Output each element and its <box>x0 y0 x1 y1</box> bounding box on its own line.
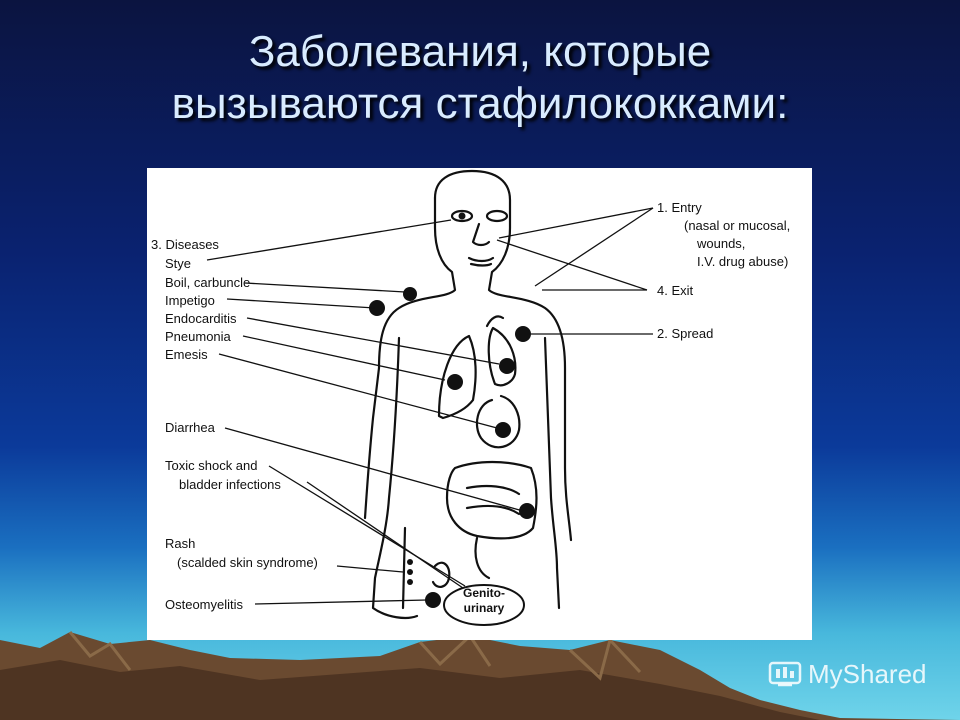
disease-impetigo: Impetigo <box>165 293 215 308</box>
disease-stye: Stye <box>165 256 192 271</box>
slide-title-line-1: Заболевания, которые <box>248 27 712 76</box>
entry-heading: 1. Entry <box>657 200 702 215</box>
genito-line-2: urinary <box>463 601 505 615</box>
slide-title-line-2: вызываются стафилококками: <box>171 79 789 128</box>
disease-toxic-shock-1: Toxic shock and <box>165 458 258 473</box>
disease-rash-1: Rash <box>165 536 196 551</box>
watermark: MyShared <box>768 654 927 694</box>
disease-pneumonia: Pneumonia <box>165 329 231 344</box>
disease-rash-2: (scalded skin syndrome) <box>177 555 318 570</box>
entry-detail-3: I.V. drug abuse) <box>697 254 789 269</box>
watermark-text: MyShared <box>808 658 927 689</box>
human-body-outline <box>206 169 654 626</box>
disease-osteomyelitis: Osteomyelitis <box>165 597 244 612</box>
entry-detail-1: (nasal or mucosal, <box>684 218 791 233</box>
diseases-heading: 3. Diseases <box>151 237 219 252</box>
mountains-background <box>0 631 960 720</box>
slide-title: Заболевания, которые вызываются стафилок… <box>0 26 960 130</box>
disease-emesis: Emesis <box>165 347 208 362</box>
diagram-panel: 1. Entry (nasal or mucosal, wounds, I.V.… <box>147 168 812 640</box>
disease-boil: Boil, carbuncle <box>165 275 251 290</box>
genito-urinary-label: Genito- urinary <box>449 586 519 616</box>
exit-label: 4. Exit <box>657 283 694 298</box>
watermark-logo-icon <box>768 661 802 687</box>
genito-line-1: Genito- <box>463 586 505 600</box>
disease-diarrhea: Diarrhea <box>165 420 215 435</box>
disease-endocarditis: Endocarditis <box>165 311 237 326</box>
spread-label: 2. Spread <box>657 326 714 341</box>
entry-detail-2: wounds, <box>697 236 746 251</box>
disease-toxic-shock-2: bladder infections <box>179 477 281 492</box>
